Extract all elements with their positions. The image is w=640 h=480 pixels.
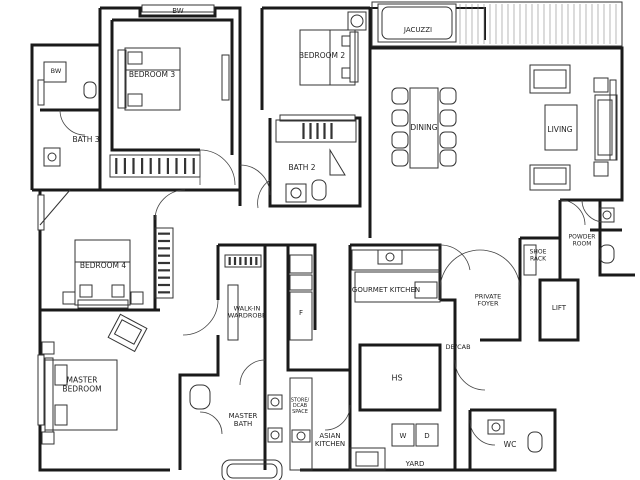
label-hs: HS xyxy=(391,374,402,383)
doors xyxy=(59,109,605,446)
label-bedroom2: BEDROOM 2 xyxy=(299,51,346,60)
furniture: BW xyxy=(39,11,618,480)
label-bath3: BATH 3 xyxy=(72,135,99,144)
coffee-table xyxy=(544,104,578,151)
bed-bedroom2 xyxy=(299,29,356,86)
label-bedroom4: BEDROOM 4 xyxy=(80,261,127,270)
dining-table xyxy=(409,87,439,169)
label-bath2: BATH 2 xyxy=(288,163,315,172)
label-jacuzzi: JACUZZI xyxy=(403,26,432,34)
label-lift: LIFT xyxy=(552,304,567,312)
sofa-top xyxy=(529,64,571,94)
room-labels: BW BEDROOM 3 BEDROOM 2 BATH 3 DINING LIV… xyxy=(62,7,595,468)
bed-bedroom4 xyxy=(74,239,131,306)
walls xyxy=(30,6,635,472)
jacuzzi-balcony: JACUZZI xyxy=(371,1,623,47)
bed-master xyxy=(44,359,118,431)
label-w: W xyxy=(400,432,407,440)
label-wc: WC xyxy=(504,440,517,449)
sofa-bottom xyxy=(529,164,571,191)
label-bedroom3: BEDROOM 3 xyxy=(129,70,176,79)
label-bw-left: BW xyxy=(51,67,62,75)
label-dining: DINING xyxy=(410,123,437,132)
label-yard: YARD xyxy=(405,460,425,468)
bed-bedroom3 xyxy=(124,47,181,111)
label-d: D xyxy=(424,432,429,440)
label-f: F xyxy=(299,309,303,317)
label-gourmet-kitchen: GOURMET KITCHEN xyxy=(352,286,420,294)
label-db-cab: DB/CAB xyxy=(445,343,470,351)
label-living: LIVING xyxy=(547,125,572,134)
bathtub xyxy=(221,459,283,480)
sofa-right xyxy=(594,94,618,161)
label-bw-top: BW xyxy=(172,7,184,15)
